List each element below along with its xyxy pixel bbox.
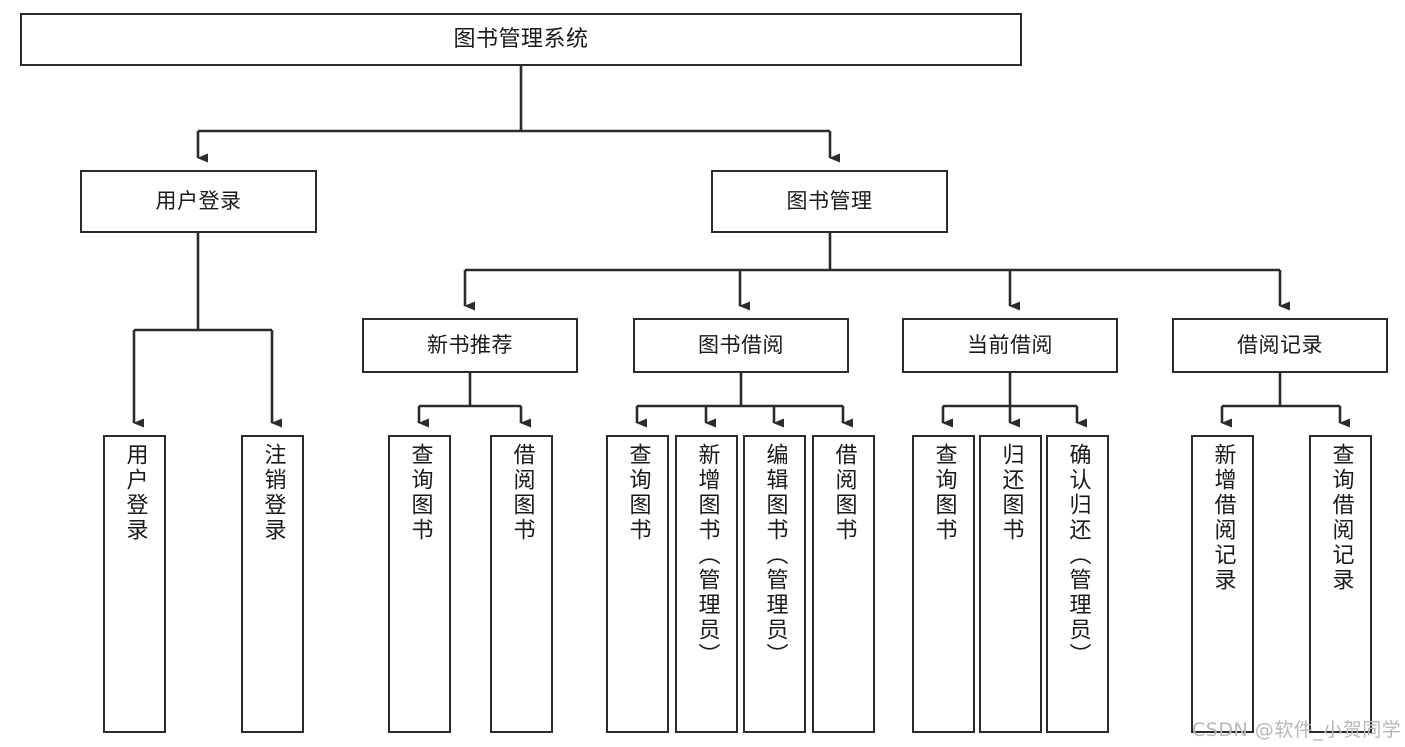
- leaf-current-confirm-return[interactable]: 确认归还（管理员）: [1046, 435, 1109, 733]
- node-label: 借阅图书: [509, 443, 535, 543]
- leaf-borrow-query-book[interactable]: 查询图书: [606, 435, 669, 733]
- leaf-new-book-borrow[interactable]: 借阅图书: [490, 435, 553, 733]
- node-label: 用户登录: [122, 443, 148, 543]
- node-borrow-record[interactable]: 借阅记录: [1172, 318, 1388, 373]
- node-label: 借阅记录: [1237, 333, 1323, 358]
- node-label: 用户登录: [155, 189, 242, 214]
- node-current-borrow[interactable]: 当前借阅: [902, 318, 1118, 373]
- leaf-new-book-query[interactable]: 查询图书: [388, 435, 451, 733]
- leaf-record-add[interactable]: 新增借阅记录: [1191, 435, 1254, 733]
- node-label: 注销登录: [260, 443, 286, 543]
- node-label: 图书管理系统: [453, 26, 589, 52]
- node-label: 确认归还（管理员）: [1065, 443, 1091, 668]
- node-root-system[interactable]: 图书管理系统: [20, 13, 1022, 66]
- node-label: 图书借阅: [698, 333, 784, 358]
- node-label: 查询图书: [931, 443, 957, 543]
- node-label: 新书推荐: [427, 333, 513, 358]
- node-label: 新增图书（管理员）: [694, 443, 720, 668]
- node-label: 图书管理: [786, 189, 873, 214]
- leaf-borrow-edit-book[interactable]: 编辑图书（管理员）: [743, 435, 806, 733]
- leaf-borrow-add-book[interactable]: 新增图书（管理员）: [675, 435, 738, 733]
- node-book-borrow[interactable]: 图书借阅: [633, 318, 849, 373]
- node-book-management[interactable]: 图书管理: [711, 170, 948, 233]
- node-new-book-recommend[interactable]: 新书推荐: [362, 318, 578, 373]
- leaf-user-login-logout[interactable]: 注销登录: [241, 435, 304, 733]
- leaf-record-query[interactable]: 查询借阅记录: [1309, 435, 1372, 733]
- leaf-current-return-book[interactable]: 归还图书: [979, 435, 1042, 733]
- node-label: 当前借阅: [967, 333, 1053, 358]
- node-label: 查询图书: [407, 443, 433, 543]
- leaf-current-query-book[interactable]: 查询图书: [912, 435, 975, 733]
- node-label: 编辑图书（管理员）: [762, 443, 788, 668]
- node-label: 查询借阅记录: [1328, 443, 1354, 593]
- node-label: 借阅图书: [831, 443, 857, 543]
- node-user-login[interactable]: 用户登录: [80, 170, 317, 233]
- leaf-user-login-login[interactable]: 用户登录: [103, 435, 166, 733]
- csdn-watermark: CSDN @软件_小贺同学: [1192, 719, 1402, 741]
- node-label: 归还图书: [998, 443, 1024, 543]
- node-label: 新增借阅记录: [1210, 443, 1236, 593]
- leaf-borrow-borrow-book[interactable]: 借阅图书: [812, 435, 875, 733]
- node-label: 查询图书: [625, 443, 651, 543]
